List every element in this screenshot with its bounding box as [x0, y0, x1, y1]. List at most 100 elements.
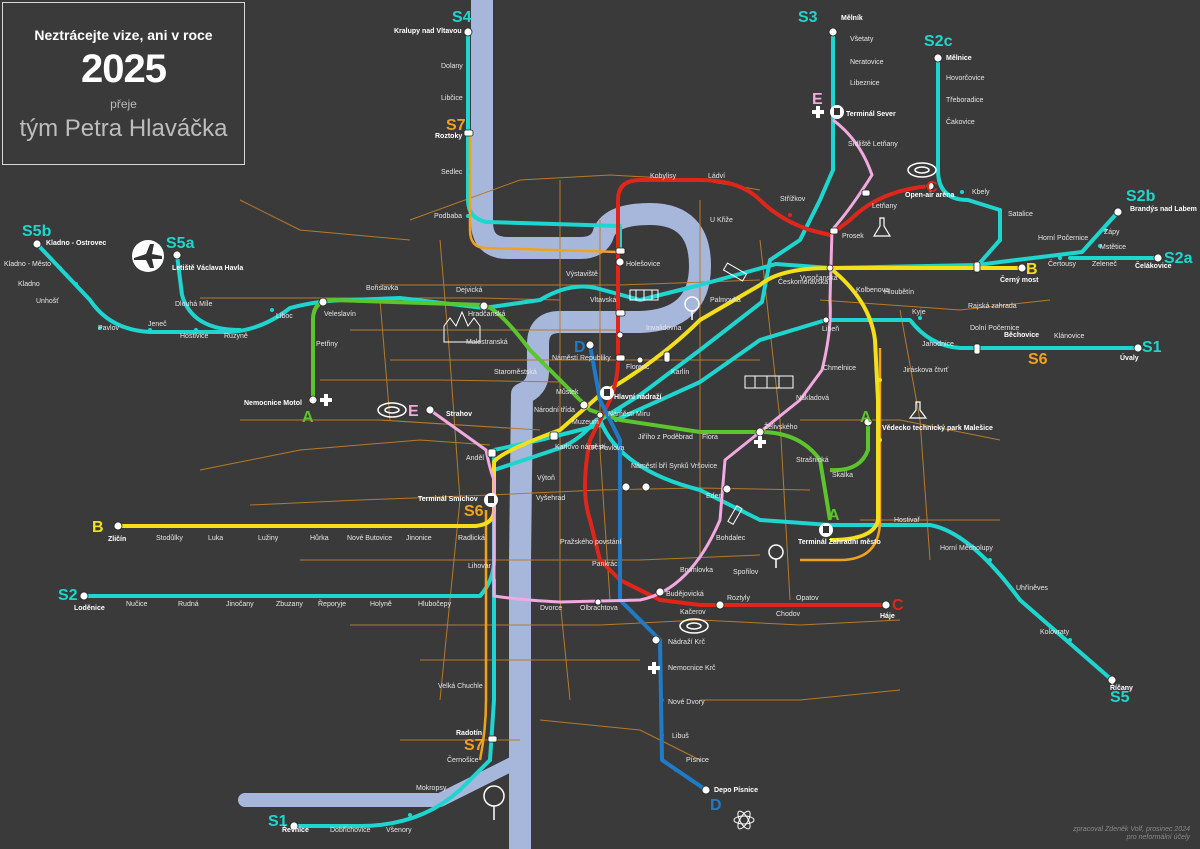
- station-label: Nové Butovice: [347, 535, 392, 542]
- station-label: Letiště Václava Havla: [172, 265, 243, 272]
- station-label: Nákladová: [796, 395, 829, 402]
- station-label: Flora: [702, 434, 718, 441]
- station-label: Jiřího z Poděbrad: [638, 434, 693, 441]
- line-s2c: [936, 56, 1002, 267]
- station-label: Staroměstská: [494, 369, 537, 376]
- line-id-s2c: S2c: [924, 33, 953, 50]
- station-label: Anděl: [466, 455, 484, 462]
- line-id-s6-west: S6: [464, 503, 484, 520]
- line-id-s2a: S2a: [1164, 250, 1193, 267]
- station-label: Klánovice: [1054, 333, 1084, 340]
- line-id-a-west: A: [302, 409, 314, 426]
- station-label: Prosek: [842, 233, 864, 240]
- station-label: Stodůlky: [156, 534, 183, 542]
- station-label: Hůrka: [310, 534, 329, 542]
- minor-station-dots: [58, 64, 1107, 828]
- station-label: Kobylisy: [650, 173, 677, 180]
- station-label: Náměstí Míru: [608, 411, 650, 418]
- station-label: Eden: [706, 493, 722, 500]
- station-label: Jiráskova čtvrť: [903, 367, 949, 374]
- station-label: Jinonice: [406, 535, 432, 542]
- station-label: Sedlec: [441, 169, 463, 176]
- station-label: Lužiny: [258, 535, 279, 542]
- line-id-c-south: C: [892, 597, 904, 614]
- station-label: Hradčanská: [468, 311, 505, 318]
- station-label: Brandýs nad Labem: [1130, 206, 1197, 213]
- tram-network: [199, 174, 1051, 761]
- station-label: Dobřichovice: [330, 827, 371, 834]
- station-label: Nučice: [126, 601, 148, 608]
- station-label: Velká Chuchle: [438, 683, 483, 690]
- line-id-d-south: D: [710, 797, 722, 814]
- line-id-s2-west: S2: [58, 587, 78, 604]
- station-label: Libeň: [822, 326, 839, 333]
- station-label: Skalka: [832, 472, 853, 479]
- station-label: U Křižе: [710, 217, 733, 224]
- station-label: Budějovická: [666, 591, 704, 598]
- station-label: Chodov: [776, 611, 801, 618]
- station-label: Florenc: [626, 364, 650, 371]
- line-metro-d: [588, 344, 708, 792]
- station-label: Radotín: [456, 730, 482, 737]
- station-label: Kladno: [18, 281, 40, 288]
- station-label: Horní Počernice: [1038, 235, 1088, 242]
- line-id-s1-south: S1: [268, 813, 288, 830]
- station-label: Úvaly: [1120, 353, 1139, 362]
- station-label: Mstětice: [1100, 244, 1126, 251]
- minor-station-dots-c: [598, 178, 832, 607]
- station-label: Mělnice: [946, 55, 972, 62]
- station-dots: [32, 27, 1163, 831]
- station-label: Čertousy: [1048, 259, 1077, 268]
- credit-line-1: zpracoval Zdeněk Volf, prosinec 2024: [1073, 826, 1190, 833]
- minor-station-dots-b: [168, 266, 942, 528]
- line-s5: [698, 488, 1114, 682]
- station-label: Jinočany: [226, 601, 254, 608]
- line-id-b-east: B: [1026, 261, 1038, 278]
- terminal-icon: [484, 105, 844, 537]
- station-label: Invalidovna: [646, 325, 682, 332]
- station-label: Kladno - Ostrovec: [46, 240, 106, 247]
- station-label: Uhříněves: [1016, 585, 1048, 592]
- station-label: Karlovo náměstí: [555, 444, 606, 451]
- station-label: Depo Písnice: [714, 787, 758, 794]
- station-label: Všetaty: [850, 36, 874, 43]
- airport-icon: [132, 240, 164, 272]
- station-label: Náměstí Republiky: [552, 355, 611, 362]
- atom-icon: [733, 810, 755, 830]
- station-label: Chmelnice: [823, 365, 856, 372]
- station-label: Satalice: [1008, 211, 1033, 218]
- greeting-box: Neztrácejte vize, ani v roce 2025 přeje …: [2, 2, 245, 165]
- station-label: Třeboradice: [946, 97, 983, 104]
- station-label: Nemocnice Krč: [668, 665, 716, 672]
- station-label: Bořislavka: [366, 285, 398, 292]
- river-vltava: [238, 0, 711, 849]
- station-label: Ruzyně: [224, 333, 248, 340]
- line-id-s5b: S5b: [22, 223, 52, 240]
- station-label: Výstaviště: [566, 271, 598, 278]
- line-s1-east: [614, 318, 1140, 422]
- station-label: Olbrachtova: [580, 605, 618, 612]
- station-label: Kolbenova: [856, 287, 889, 294]
- station-label: Hovorčovice: [946, 75, 985, 82]
- station-label: Malostranská: [466, 339, 508, 346]
- station-label: Strašnická: [796, 457, 829, 464]
- station-label: Palmovka: [710, 297, 741, 304]
- line-id-s5-south: S5: [1110, 689, 1130, 706]
- station-label: Loděnice: [74, 605, 105, 612]
- station-label: Veleslavín: [324, 311, 356, 318]
- line-metro-c: [583, 178, 931, 607]
- station-label: Jeneč: [148, 321, 167, 328]
- station-label: Kolovraty: [1040, 629, 1070, 636]
- station-label: Nemocnice Motol: [244, 400, 302, 407]
- station-label: Hlavní nádraží: [614, 394, 663, 401]
- station-label: Zbuzany: [276, 601, 303, 608]
- station-label: Horní Měcholupy: [940, 545, 993, 552]
- station-label: Řeporyje: [318, 599, 346, 608]
- stadium-icon: [377, 162, 937, 634]
- station-label: Luka: [208, 535, 223, 542]
- station-label: Hostivice: [180, 333, 209, 340]
- station-label: Brumlovka: [680, 567, 713, 574]
- hospital-icon: [320, 106, 824, 674]
- station-label: Čakovice: [946, 117, 975, 126]
- credit-line-2: pro neformální účely: [1126, 834, 1190, 841]
